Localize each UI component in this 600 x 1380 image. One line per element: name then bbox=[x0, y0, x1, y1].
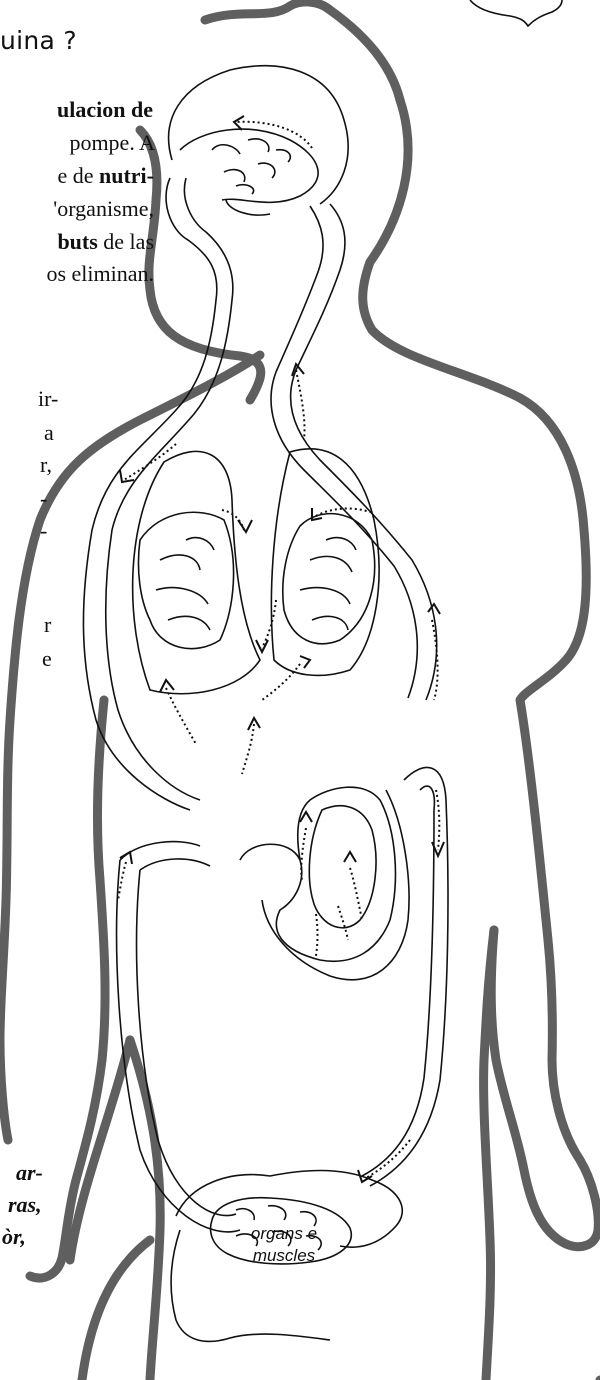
fragment-1: ir- bbox=[38, 386, 58, 412]
body-outline-left-leg bbox=[130, 1040, 160, 1380]
paragraph-line-3: e de nutri- bbox=[57, 160, 154, 191]
fragment-4: - bbox=[40, 486, 47, 512]
paragraph-line-1: ulacion de bbox=[57, 94, 153, 125]
fragment-7: e bbox=[42, 646, 52, 672]
lungs bbox=[133, 449, 379, 694]
paragraph-line-2: pompe. A bbox=[69, 127, 155, 158]
page-heading: uina ? bbox=[0, 26, 77, 55]
flow-arrows bbox=[118, 122, 439, 1178]
body-outline-torso-left bbox=[0, 355, 260, 1140]
organs-label-line-1: organs e bbox=[244, 1223, 324, 1245]
heart bbox=[240, 787, 409, 980]
arrow-heads bbox=[120, 116, 444, 1182]
note-line-1: ar- bbox=[16, 1160, 43, 1186]
brain-region bbox=[169, 66, 349, 215]
bubble-fragment bbox=[470, 0, 562, 26]
paragraph-line-5: buts de las bbox=[57, 226, 154, 257]
note-line-3: òr, bbox=[2, 1224, 26, 1250]
organs-label: organs e muscles bbox=[244, 1223, 324, 1267]
organs-label-line-2: muscles bbox=[244, 1245, 324, 1267]
fragment-2: a bbox=[44, 420, 54, 446]
paragraph-line-6: os eliminan. bbox=[46, 258, 154, 289]
note-line-2: ras, bbox=[8, 1192, 42, 1218]
fragment-3: r, bbox=[40, 452, 52, 478]
systemic-vessels bbox=[117, 767, 448, 1231]
paragraph-line-4: 'organisme, bbox=[53, 193, 154, 224]
fragment-5: - bbox=[40, 518, 47, 544]
fragment-6: r bbox=[44, 612, 51, 638]
